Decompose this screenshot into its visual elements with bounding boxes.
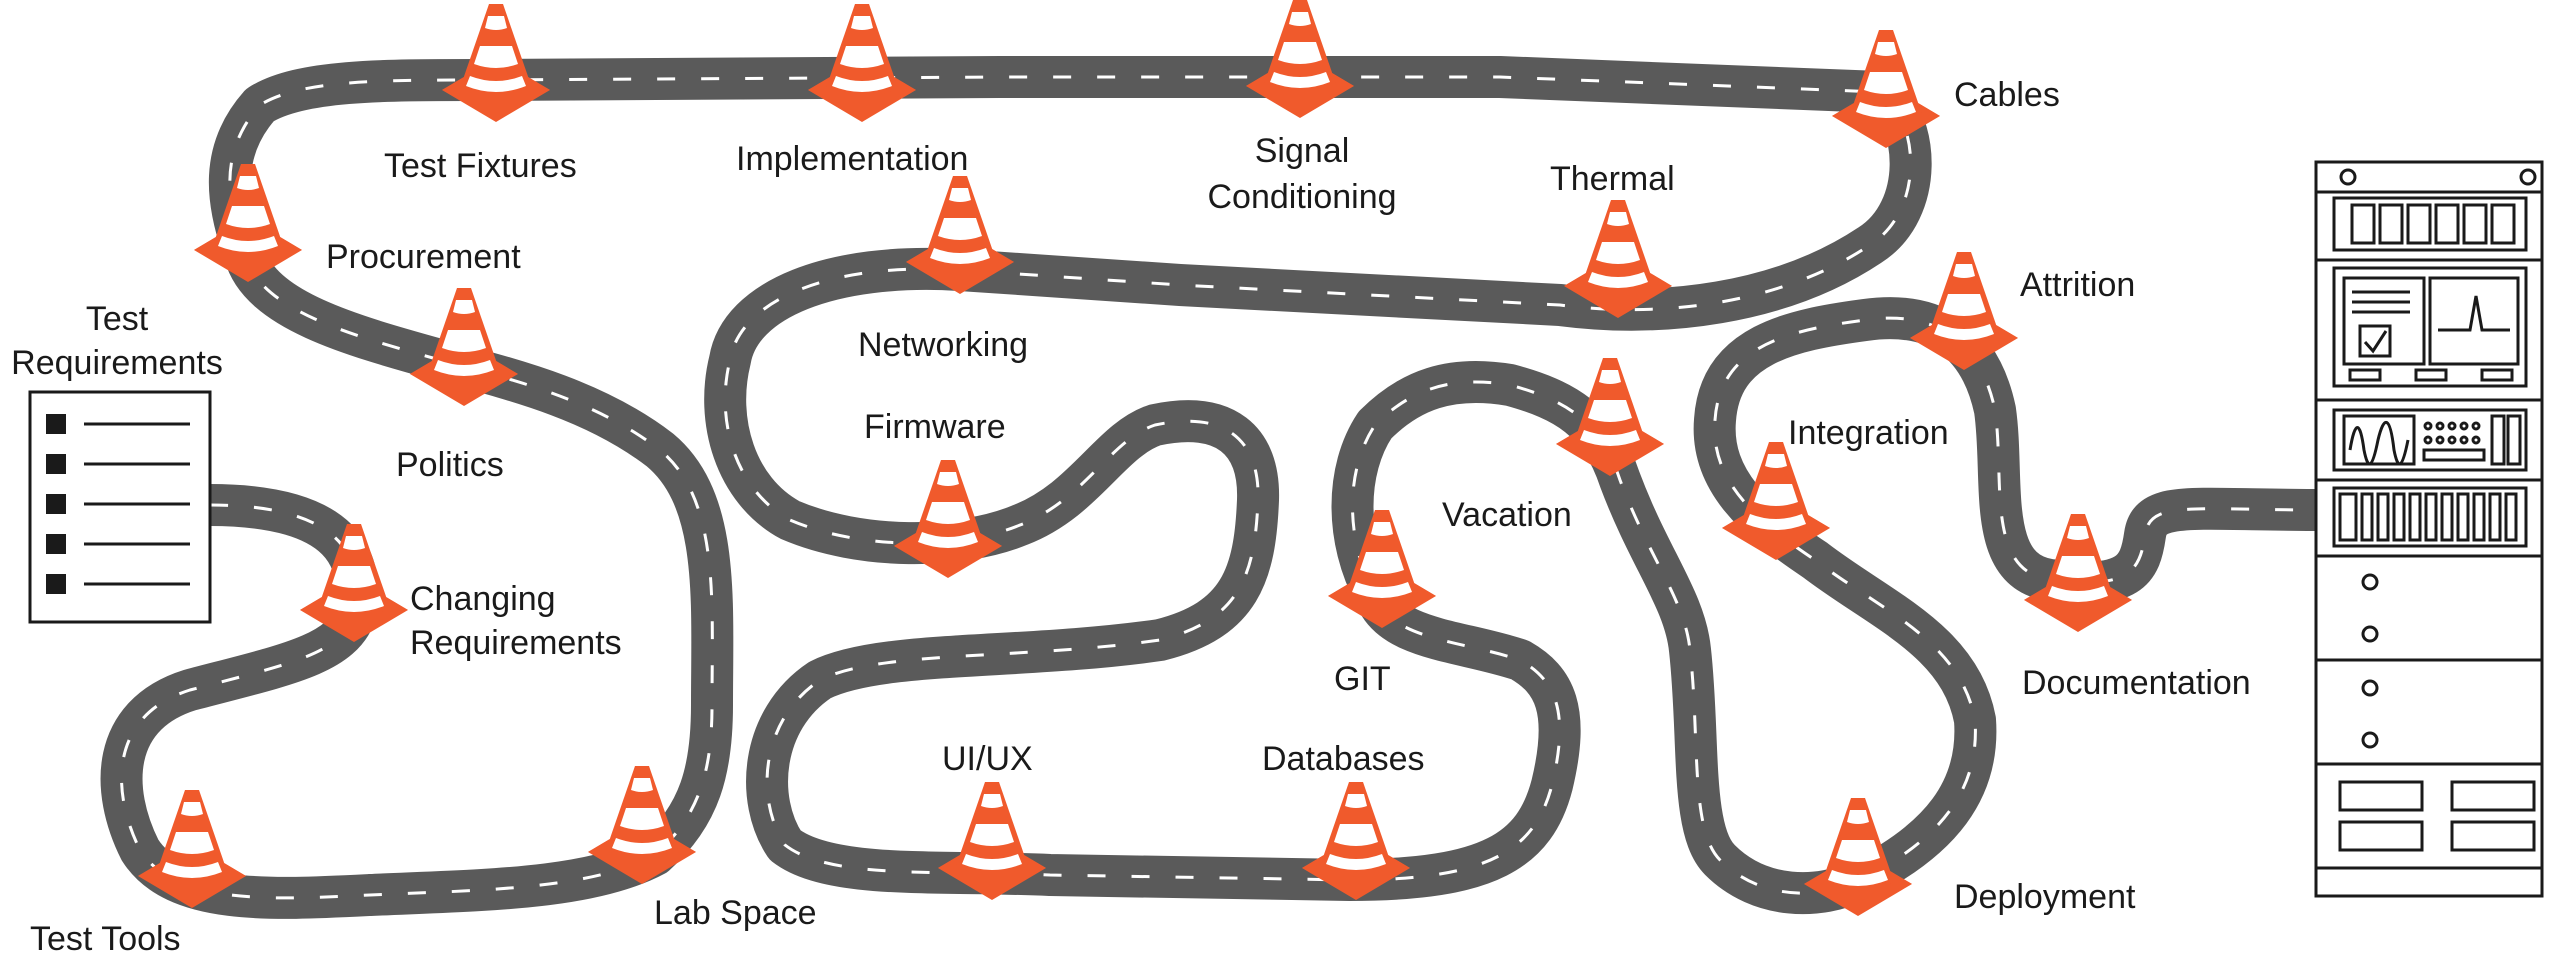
label-cables: Cables <box>1954 76 2060 114</box>
milestone-labels: Test Fixtures Implementation Signal Cond… <box>30 76 2251 958</box>
checklist-items <box>46 414 190 594</box>
checkbox-icon <box>46 534 66 554</box>
label-git: GIT <box>1334 660 1391 698</box>
label-politics: Politics <box>396 446 504 484</box>
label-test-fixtures: Test Fixtures <box>384 147 577 185</box>
label-test-requirements-line2: Requirements <box>11 344 223 382</box>
label-test-tools: Test Tools <box>30 920 181 958</box>
winding-road <box>100 56 2346 919</box>
label-networking: Networking <box>858 326 1028 364</box>
label-test-requirements-line1: Test <box>86 300 149 338</box>
label-deployment: Deployment <box>1954 878 2136 916</box>
label-procurement: Procurement <box>326 238 521 276</box>
label-thermal: Thermal <box>1550 160 1675 198</box>
test-requirements-checklist: Test Requirements <box>11 300 223 624</box>
label-databases: Databases <box>1262 740 1425 778</box>
label-changing-requirements-line1: Changing <box>410 580 556 618</box>
label-integration: Integration <box>1788 414 1949 452</box>
label-lab-space: Lab Space <box>654 894 817 932</box>
road-center-dashes <box>120 75 2326 900</box>
checkbox-icon <box>46 494 66 514</box>
checkbox-icon <box>46 574 66 594</box>
equipment-rack-icon <box>2314 160 2544 898</box>
checkbox-icon <box>46 414 66 434</box>
label-signal-conditioning-line1: Signal <box>1255 132 1350 170</box>
label-signal-conditioning-line2: Conditioning <box>1207 178 1396 216</box>
checkbox-icon <box>46 454 66 474</box>
label-ui-ux: UI/UX <box>942 740 1033 778</box>
label-firmware: Firmware <box>864 408 1006 446</box>
label-vacation: Vacation <box>1442 496 1572 534</box>
label-implementation: Implementation <box>736 140 968 178</box>
label-documentation: Documentation <box>2022 664 2251 702</box>
label-attrition: Attrition <box>2020 266 2135 304</box>
label-changing-requirements-line2: Requirements <box>410 624 622 662</box>
